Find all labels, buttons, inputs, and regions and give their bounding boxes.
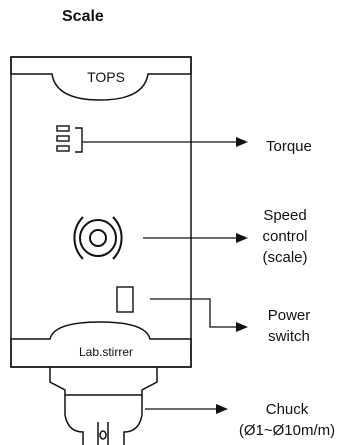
torque-arrowhead <box>236 137 248 147</box>
power-arrowhead <box>236 322 248 332</box>
stirrer-body <box>10 56 192 368</box>
top-panel-outline <box>10 56 192 101</box>
chuck-callout: Chuck (Ø1~Ø10m/m) <box>231 399 343 441</box>
chuck-callout-line-1: Chuck <box>265 401 309 418</box>
torque-callout-label: Torque <box>266 138 312 155</box>
bottom-panel-outline <box>10 321 192 368</box>
power-leader-line <box>150 298 236 328</box>
power-switch-icon <box>116 286 134 313</box>
speed-callout-line-2: control <box>262 228 308 245</box>
speed-callout-line-1: Speed <box>263 207 307 224</box>
model-label: Lab.stirrer <box>78 345 134 359</box>
torque-indicator-icon <box>56 125 83 153</box>
chuck-icon <box>49 367 158 445</box>
chuck-arrowhead <box>216 404 228 414</box>
power-switch-callout: Power switch <box>254 305 324 347</box>
speed-control-knob-icon <box>73 216 123 260</box>
power-callout-line-1: Power <box>267 307 311 324</box>
brand-label: TOPS <box>87 69 125 85</box>
diagram-title: Scale <box>62 8 104 25</box>
chuck-callout-line-2: (Ø1~Ø10m/m) <box>238 422 336 439</box>
speed-control-callout: Speed control (scale) <box>250 205 320 268</box>
power-callout-line-2: switch <box>268 328 310 345</box>
speed-arrowhead <box>236 233 248 243</box>
speed-callout-line-3: (scale) <box>262 249 308 266</box>
